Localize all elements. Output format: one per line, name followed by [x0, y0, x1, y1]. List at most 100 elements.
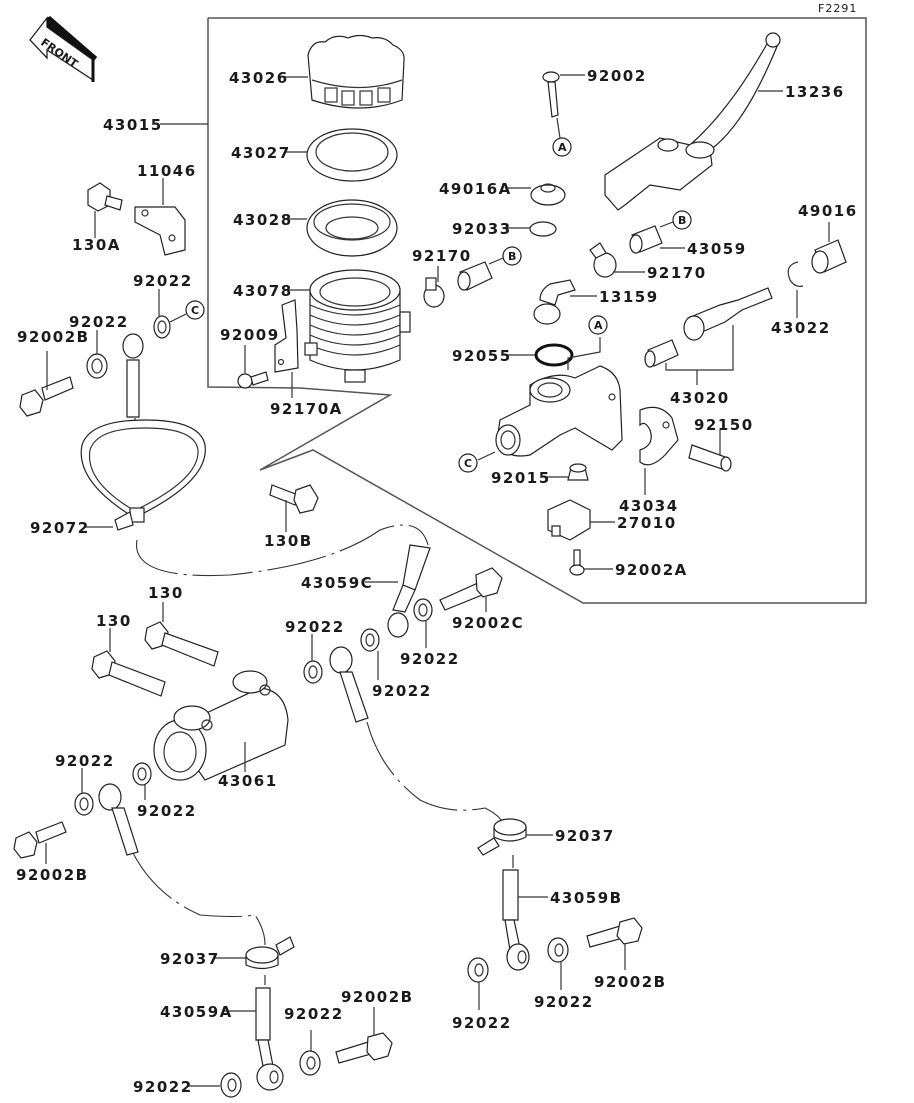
leader — [665, 325, 734, 371]
clutch-hose-lower — [132, 852, 266, 946]
washer — [413, 598, 433, 622]
elbow-fitting — [533, 279, 576, 325]
hose-fitting — [387, 544, 431, 638]
washer — [74, 792, 94, 816]
part-label-43022: 43022 — [771, 319, 831, 337]
leader — [556, 117, 561, 139]
union-bolt — [13, 821, 67, 859]
part-label-43059C: 43059C — [301, 574, 373, 592]
part-label-92002B-right: 92002B — [594, 973, 667, 991]
part-label-92002B-left: 92002B — [16, 866, 89, 884]
part-label-92055: 92055 — [452, 347, 512, 365]
svg-text:A: A — [558, 141, 567, 154]
diaphragm-plate — [306, 128, 398, 182]
part-label-92072: 92072 — [30, 519, 90, 537]
part-label-92022-b2: 92022 — [133, 1078, 193, 1096]
part-label-92002: 92002 — [587, 67, 647, 85]
clutch-lever — [604, 32, 781, 211]
reference-marker-a: A — [552, 137, 572, 157]
part-label-43027: 43027 — [231, 144, 291, 162]
part-label-92022-l2: 92022 — [55, 752, 115, 770]
part-label-130-b: 130 — [96, 612, 132, 630]
reference-marker-c: C — [458, 453, 478, 473]
part-label-92015: 92015 — [491, 469, 551, 487]
figure-code: F2291 — [818, 2, 857, 15]
hose-joint — [477, 818, 527, 856]
part-label-43059: 43059 — [687, 240, 747, 258]
part-label-92037-right: 92037 — [555, 827, 615, 845]
part-label-92022-b1: 92022 — [284, 1005, 344, 1023]
cap-nut — [567, 463, 589, 481]
svg-text:C: C — [191, 304, 199, 317]
svg-text:A: A — [594, 319, 603, 332]
front-arrow-icon: FRONT — [29, 16, 98, 82]
part-label-92170A: 92170A — [270, 400, 343, 418]
banjo-hose-end — [329, 646, 369, 723]
washer — [86, 353, 108, 379]
bracket — [134, 206, 186, 256]
part-label-92037-left: 92037 — [160, 950, 220, 968]
washer — [303, 660, 323, 684]
part-label-43059A: 43059A — [160, 1003, 233, 1021]
circlip — [529, 221, 557, 237]
washer — [467, 957, 489, 983]
reservoir-cap — [307, 34, 405, 109]
part-label-27010: 27010 — [617, 514, 677, 532]
part-label-92022-l1: 92022 — [137, 802, 197, 820]
part-label-130B: 130B — [264, 532, 313, 550]
part-label-130-a: 130 — [148, 584, 184, 602]
switch-screw — [569, 549, 585, 576]
part-label-43015: 43015 — [103, 116, 163, 134]
leader — [488, 257, 504, 265]
part-label-43078: 43078 — [233, 282, 293, 300]
hose-clamp — [589, 242, 617, 278]
assembly-outline — [207, 17, 867, 604]
diaphragm — [306, 199, 398, 257]
leader — [659, 221, 674, 228]
washer — [153, 315, 171, 339]
part-label-43034: 43034 — [619, 497, 679, 515]
part-label-92002B-top: 92002B — [17, 328, 90, 346]
o-ring — [534, 343, 574, 367]
clamp-bolt — [688, 444, 732, 472]
union-bolt — [586, 917, 643, 948]
boot — [811, 239, 847, 274]
pivot-bolt — [542, 71, 560, 118]
hose-joint — [245, 936, 295, 970]
svg-text:B: B — [508, 250, 516, 263]
part-label-92033: 92033 — [452, 220, 512, 238]
hose-fitting — [255, 975, 284, 1091]
union-bolt — [19, 376, 74, 417]
union-bolt — [335, 1032, 393, 1064]
part-label-92009: 92009 — [220, 326, 280, 344]
e-clip — [787, 261, 804, 287]
bolt — [91, 650, 166, 697]
hose-piece — [629, 225, 663, 254]
spring — [644, 339, 679, 368]
handlebar-clamp — [639, 406, 679, 466]
part-label-43020: 43020 — [670, 389, 730, 407]
dust-seal — [530, 183, 566, 206]
bolt — [87, 182, 123, 212]
cable-tie — [80, 419, 206, 531]
part-label-92022-r1: 92022 — [534, 993, 594, 1011]
stay-bracket — [274, 299, 299, 373]
washer — [360, 628, 380, 652]
bolt — [269, 484, 319, 514]
washer — [547, 937, 569, 963]
banjo-hose-end — [98, 783, 139, 856]
part-label-92022-m3: 92022 — [285, 618, 345, 636]
bolt — [144, 621, 219, 667]
part-label-92002C: 92002C — [452, 614, 524, 632]
slave-cylinder — [153, 670, 289, 781]
part-label-13236: 13236 — [785, 83, 845, 101]
screw — [237, 371, 269, 389]
part-label-92022-m1: 92022 — [400, 650, 460, 668]
banjo-hose-end — [122, 333, 144, 418]
reservoir — [304, 269, 411, 383]
part-label-92022-c: 92022 — [133, 272, 193, 290]
hose-stub — [457, 261, 493, 291]
washer — [299, 1050, 321, 1076]
washer — [220, 1072, 242, 1098]
svg-text:C: C — [464, 457, 472, 470]
